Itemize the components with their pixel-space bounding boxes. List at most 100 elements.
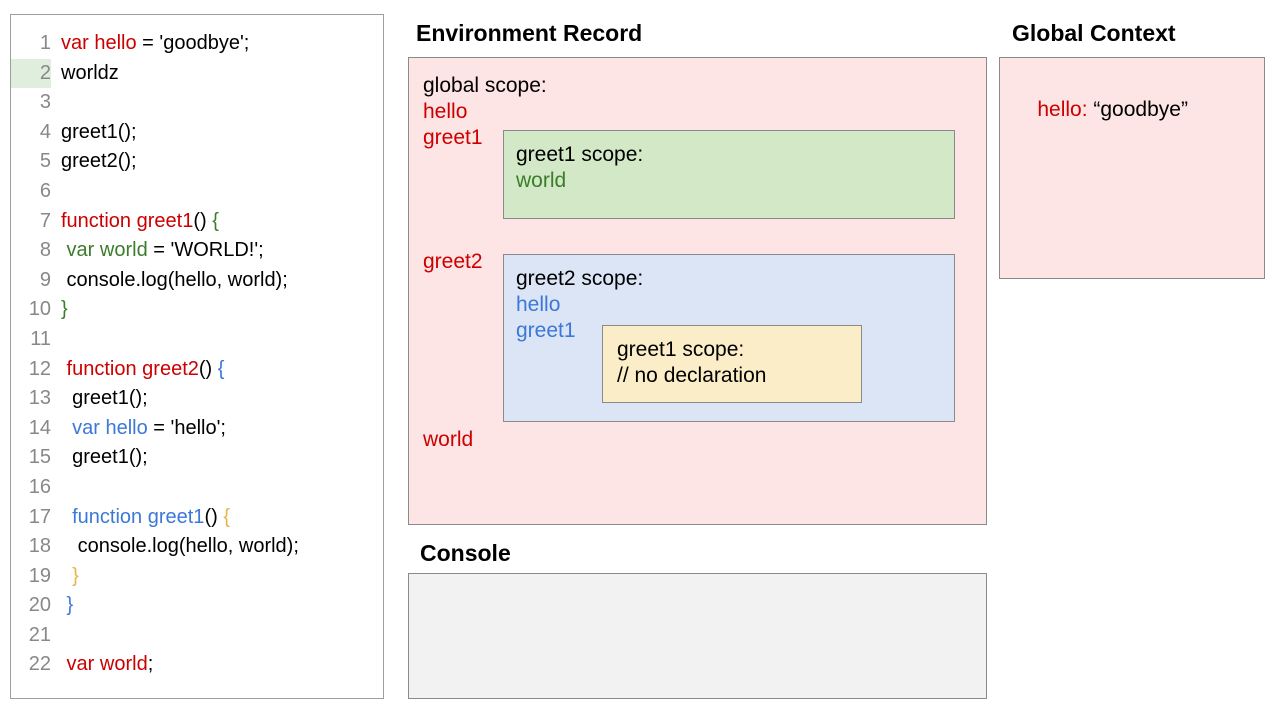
code-token: ; — [147, 653, 154, 676]
code-line[interactable]: 22 var world; — [11, 650, 383, 680]
code-token: var world — [61, 653, 148, 676]
line-number: 9 — [39, 268, 51, 291]
line-number: 2 — [11, 58, 51, 89]
global-context-entry: hello: “goodbye” — [1014, 74, 1188, 146]
code-line[interactable]: 2 worldz — [11, 58, 383, 89]
greet2-scope-box: greet2 scope: hello greet1 greet1 scope:… — [503, 254, 955, 422]
greet1-scope-label: greet1 scope: — [516, 143, 644, 166]
code-token: { — [223, 505, 231, 528]
code-line[interactable]: 17 function greet1() { — [11, 503, 383, 533]
line-number: 4 — [39, 120, 51, 143]
environment-record-title: Environment Record — [416, 20, 643, 46]
code-line-text: console.log(hello, world); — [51, 266, 288, 296]
code-token: greet1(); — [61, 387, 148, 410]
line-number: 12 — [28, 357, 51, 380]
code-token: = 'goodbye'; — [136, 32, 250, 54]
code-line-text: var hello = 'hello'; — [51, 414, 226, 444]
global-binding-greet2: greet2 — [423, 250, 483, 273]
line-number: 13 — [28, 387, 51, 410]
greet2-scope-label: greet2 scope: — [516, 267, 644, 290]
line-number: 15 — [28, 446, 51, 469]
code-line-text: greet1(); — [51, 384, 148, 414]
code-token: } — [61, 564, 79, 587]
code-token: } — [61, 594, 74, 617]
line-number: 21 — [28, 623, 51, 646]
code-line-text: worldz — [51, 59, 119, 89]
code-token: { — [217, 357, 225, 380]
code-token: console.log(hello, world); — [61, 535, 299, 558]
code-line[interactable]: 15 greet1(); — [11, 443, 383, 473]
code-token: var hello — [61, 416, 148, 439]
code-line[interactable]: 18 console.log(hello, world); — [11, 532, 383, 562]
code-line[interactable]: 16 — [11, 473, 383, 503]
code-line-text: greet2(); — [51, 147, 137, 177]
code-line-text: } — [51, 591, 74, 621]
code-token: () — [193, 209, 213, 232]
line-number: 17 — [28, 505, 51, 528]
code-line-text: console.log(hello, world); — [51, 532, 299, 562]
global-binding-hello: hello — [423, 100, 468, 123]
code-line[interactable]: 6 — [11, 177, 383, 207]
greet2-binding-hello: hello — [516, 293, 561, 316]
line-number: 22 — [28, 653, 51, 676]
line-number: 5 — [39, 150, 51, 173]
code-token: () — [204, 505, 224, 528]
code-token: worldz — [61, 61, 119, 84]
code-line[interactable]: 13 greet1(); — [11, 384, 383, 414]
line-number: 6 — [39, 179, 51, 202]
nested-greet1-scope-label: greet1 scope: — [617, 338, 745, 361]
code-token: var world — [61, 239, 148, 262]
code-line[interactable]: 20 } — [11, 591, 383, 621]
code-line[interactable]: 3 — [11, 88, 383, 118]
console-panel[interactable] — [408, 573, 987, 699]
global-scope-label: global scope: — [423, 74, 547, 97]
code-line-text: } — [51, 562, 79, 592]
code-line[interactable]: 21 — [11, 621, 383, 651]
code-line[interactable]: 11 — [11, 325, 383, 355]
code-line-text: greet1(); — [51, 443, 148, 473]
greet2-binding-greet1: greet1 — [516, 319, 576, 342]
code-token: } — [61, 298, 68, 321]
code-token: = 'hello'; — [147, 416, 226, 439]
code-line[interactable]: 10} — [11, 295, 383, 325]
code-token: = 'WORLD!'; — [147, 239, 264, 262]
console-output — [409, 574, 986, 594]
greet1-binding-world: world — [516, 169, 567, 192]
line-number: 1 — [39, 32, 51, 54]
global-binding-greet1: greet1 — [423, 126, 483, 149]
code-line-text: var hello = 'goodbye'; — [51, 29, 249, 59]
code-line[interactable]: 9 console.log(hello, world); — [11, 266, 383, 296]
global-context-panel: hello: “goodbye” — [999, 57, 1265, 279]
global-context-title: Global Context — [1012, 20, 1176, 46]
code-line-text: } — [51, 295, 68, 325]
code-line-text: function greet2() { — [51, 355, 225, 385]
code-line-text: var world; — [51, 650, 154, 680]
greet1-scope-box: greet1 scope: world — [503, 130, 955, 219]
line-number: 7 — [39, 209, 51, 232]
code-line[interactable]: 12 function greet2() { — [11, 355, 383, 385]
global-scope-box: global scope: hello greet1 greet2 world … — [408, 57, 987, 525]
global-binding-world: world — [423, 428, 474, 451]
line-number: 10 — [28, 298, 51, 321]
code-line[interactable]: 14 var hello = 'hello'; — [11, 414, 383, 444]
line-number: 3 — [39, 91, 51, 114]
line-number: 18 — [28, 535, 51, 558]
nested-greet1-scope-box: greet1 scope: // no declaration — [602, 325, 862, 403]
line-number: 16 — [28, 475, 51, 498]
code-line[interactable]: 8 var world = 'WORLD!'; — [11, 236, 383, 266]
code-token: () — [198, 357, 218, 380]
code-line-text: var world = 'WORLD!'; — [51, 236, 264, 266]
code-token: { — [212, 209, 219, 232]
code-line[interactable]: 19 } — [11, 562, 383, 592]
code-token: function greet2 — [61, 357, 199, 380]
line-number: 11 — [30, 327, 51, 350]
code-line-text: function greet1() { — [51, 503, 230, 533]
code-token: function greet1 — [61, 505, 205, 528]
code-token: var hello — [61, 32, 137, 54]
